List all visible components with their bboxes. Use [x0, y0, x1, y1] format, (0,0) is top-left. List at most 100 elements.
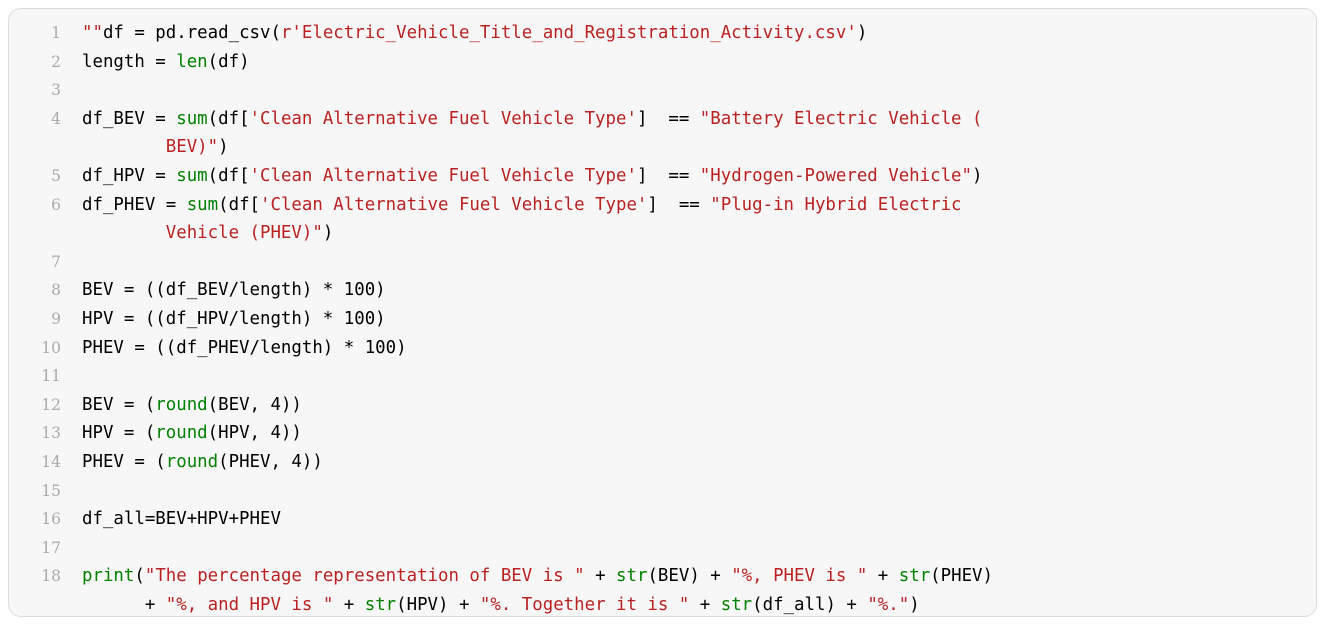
code-token-fn: round [155, 394, 208, 415]
code-text[interactable]: HPV = (round(HPV, 4)) [61, 419, 302, 448]
code-token-plain: (df) [207, 51, 250, 72]
code-token-str: "The percentage representation of BEV is… [144, 566, 585, 587]
code-token-str: "Battery Electric Vehicle ( [699, 108, 983, 129]
code-token-plain: (df[ [218, 194, 261, 215]
code-token-fn: len [176, 51, 208, 72]
code-text[interactable]: df_all=BEV+HPV+PHEV [61, 505, 281, 534]
code-block-card: 1""df = pd.read_csv(r'Electric_Vehicle_T… [8, 8, 1317, 617]
code-text[interactable]: df_HPV = sum(df['Clean Alternative Fuel … [61, 162, 983, 191]
code-token-plain: ) [909, 594, 920, 615]
code-token-plain: ( [134, 566, 145, 587]
code-token-plain: (df[ [207, 108, 250, 129]
line-number: 17 [41, 538, 61, 557]
code-token-plain: df_PHEV = [82, 194, 187, 215]
code-token-str: "Plug-in Hybrid Electric [710, 194, 962, 215]
code-line[interactable]: 16 df_all=BEV+HPV+PHEV [9, 505, 1316, 534]
line-number: 8 [51, 281, 61, 300]
code-token-plain: ) [972, 165, 983, 186]
line-number: 18 [41, 567, 61, 586]
code-text[interactable]: length = len(df) [61, 48, 250, 77]
code-line[interactable]: 10 PHEV = ((df_PHEV/length) * 100) [9, 334, 1316, 363]
code-token-str: 'Clean Alternative Fuel Vehicle Type' [249, 108, 637, 129]
code-line-continuation[interactable]: + "%, and HPV is " + str(HPV) + "%. Toge… [9, 591, 1316, 616]
code-token-fn: str [616, 566, 648, 587]
code-token-plain: + [689, 594, 721, 615]
code-text-continuation[interactable]: + "%, and HPV is " + str(HPV) + "%. Toge… [61, 591, 920, 616]
line-number: 6 [51, 195, 61, 214]
code-token-plain: ] == [647, 194, 711, 215]
code-token-plain: df = pd.read_csv( [102, 23, 281, 43]
code-token-str: Vehicle (PHEV)" [165, 223, 323, 244]
code-token-str: "%, and HPV is " [165, 594, 334, 615]
code-text[interactable]: HPV = ((df_HPV/length) * 100) [61, 305, 386, 334]
code-line[interactable]: 1""df = pd.read_csv(r'Electric_Vehicle_T… [9, 19, 1316, 48]
code-token-str: 'Clean Alternative Fuel Vehicle Type' [260, 194, 648, 215]
code-token-fn: round [155, 423, 208, 444]
code-token-plain: (df_all) + [752, 594, 868, 615]
code-line[interactable]: 11 [9, 362, 1316, 391]
code-text[interactable]: BEV = ((df_BEV/length) * 100) [61, 276, 386, 305]
code-token-plain: BEV = ((df_BEV/length) * 100) [82, 280, 386, 301]
code-token-plain: ) [322, 223, 334, 244]
code-token-plain: df_all=BEV+HPV+PHEV [82, 509, 281, 530]
code-token-plain: df_HPV = [82, 165, 177, 186]
code-token-plain: + [867, 566, 899, 587]
code-token-plain: (PHEV) [930, 566, 993, 587]
code-token-plain: length = [82, 51, 177, 72]
line-number: 10 [41, 338, 61, 357]
code-line[interactable]: 17 [9, 534, 1316, 563]
line-number: 1 [51, 24, 61, 42]
line-number: 3 [51, 81, 61, 100]
code-token-fn: sum [186, 194, 219, 215]
code-text[interactable]: BEV = (round(BEV, 4)) [61, 391, 302, 420]
code-line[interactable]: 8 BEV = ((df_BEV/length) * 100) [9, 276, 1316, 305]
line-number: 15 [41, 481, 61, 500]
code-text-continuation[interactable]: Vehicle (PHEV)") [61, 219, 334, 248]
code-line[interactable]: 15 [9, 477, 1316, 506]
code-line-continuation[interactable]: Vehicle (PHEV)") [9, 219, 1316, 248]
code-text[interactable]: print("The percentage representation of … [61, 562, 993, 591]
code-text[interactable]: df_PHEV = sum(df['Clean Alternative Fuel… [61, 191, 962, 220]
code-text[interactable]: PHEV = ((df_PHEV/length) * 100) [61, 334, 407, 363]
code-token-plain [82, 223, 166, 243]
code-token-plain: PHEV = ((df_PHEV/length) * 100) [82, 337, 407, 358]
code-line[interactable]: 7 [9, 248, 1316, 277]
code-text[interactable]: PHEV = (round(PHEV, 4)) [61, 448, 323, 477]
code-line-continuation[interactable]: BEV)") [9, 133, 1316, 162]
code-token-plain: ] == [636, 165, 700, 186]
line-number: 7 [51, 252, 61, 271]
code-token-plain: + [333, 594, 365, 615]
code-token-str: r'Electric_Vehicle_Title_and_Registratio… [280, 23, 857, 43]
code-token-str: "%, PHEV is " [731, 566, 868, 587]
line-number: 5 [51, 166, 61, 185]
code-token-plain: df_BEV = [82, 108, 177, 129]
code-token-plain: HPV = ( [82, 423, 156, 444]
code-token-fn: str [898, 566, 931, 587]
code-token-str: BEV)" [165, 137, 219, 158]
line-number: 16 [41, 510, 61, 529]
code-text[interactable]: ""df = pd.read_csv(r'Electric_Vehicle_Ti… [61, 19, 867, 48]
code-text-continuation[interactable]: BEV)") [61, 133, 229, 162]
code-text[interactable]: df_BEV = sum(df['Clean Alternative Fuel … [61, 105, 982, 134]
code-token-fn: round [165, 451, 219, 472]
code-token-str: "%." [867, 594, 910, 615]
code-token-plain: (HPV, 4)) [207, 423, 302, 444]
code-token-fn: str [720, 594, 753, 615]
code-listing[interactable]: 1""df = pd.read_csv(r'Electric_Vehicle_T… [9, 19, 1316, 616]
code-token-fn: sum [176, 108, 208, 129]
code-token-plain: ) [218, 137, 229, 158]
code-line[interactable]: 3 [9, 76, 1316, 105]
code-token-str: "" [82, 23, 103, 43]
code-token-fn: print [82, 566, 135, 587]
code-token-plain: ] == [636, 108, 700, 129]
code-token-plain: BEV = ( [82, 394, 156, 415]
